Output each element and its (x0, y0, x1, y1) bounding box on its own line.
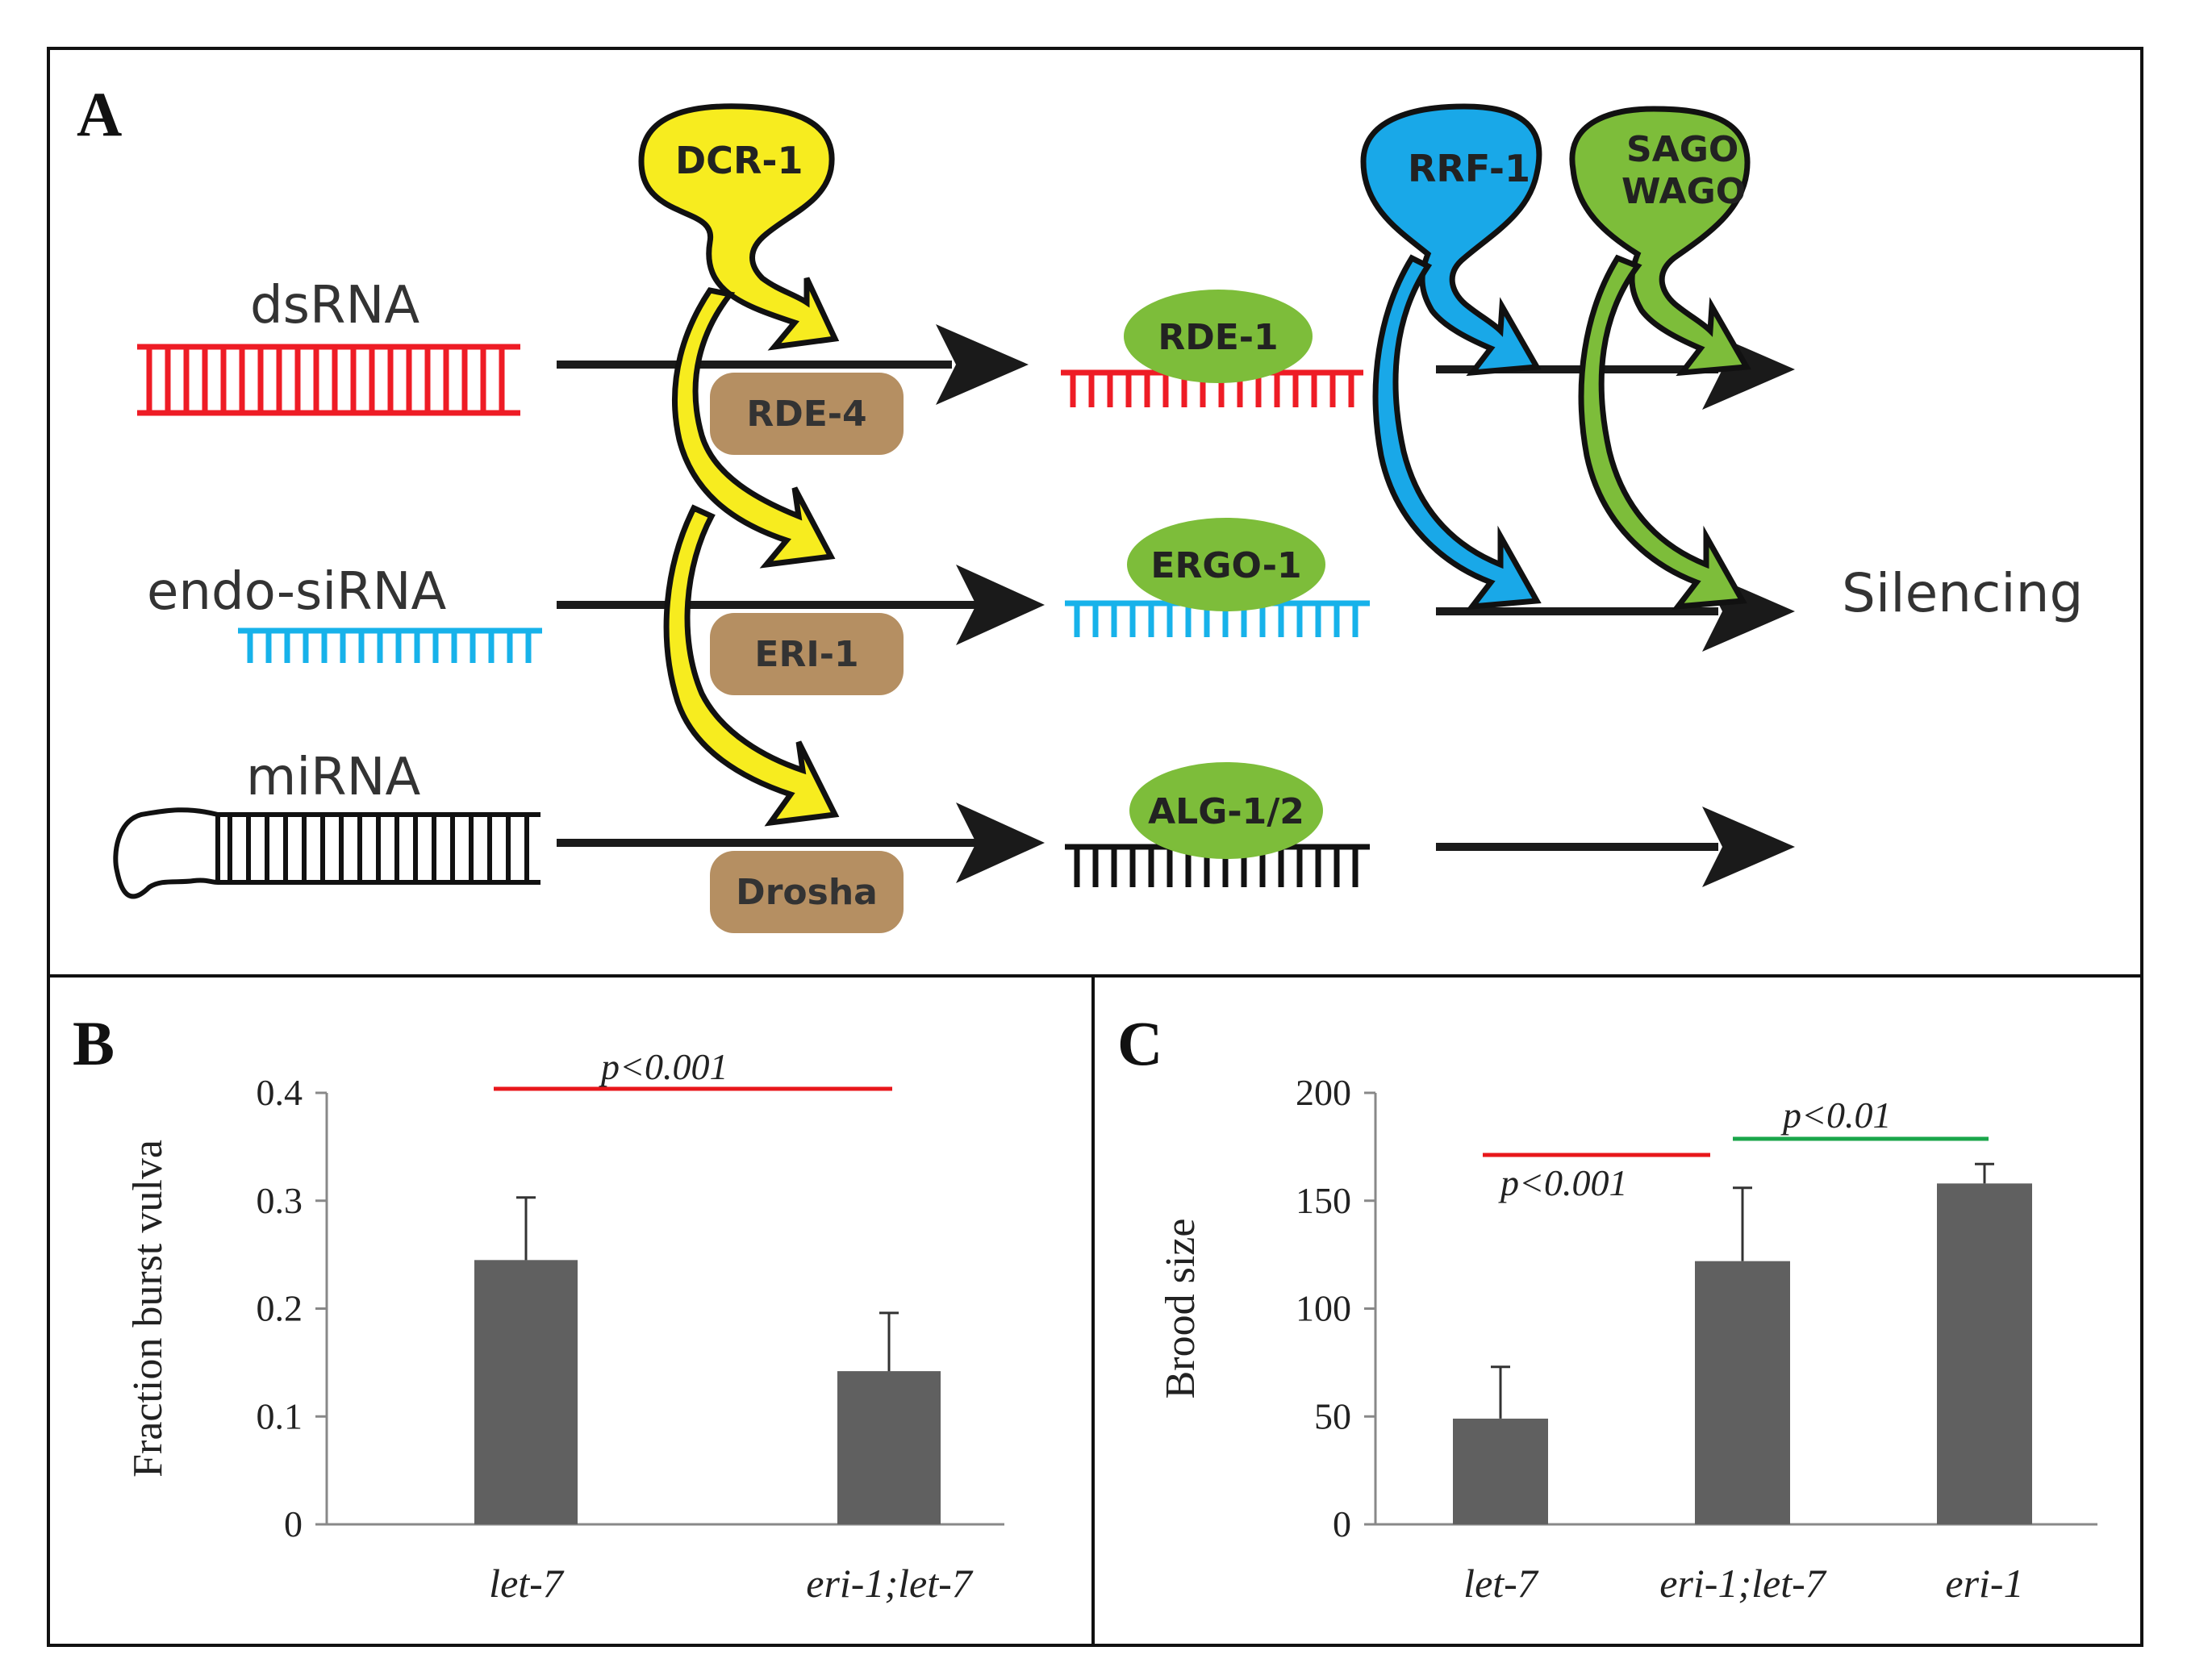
rde-1-label: RDE-1 (1158, 317, 1278, 358)
alg-protein (1129, 762, 1323, 859)
sago-wago-hook: SAGO WAGO (1569, 106, 1751, 611)
rrf-1-label: RRF-1 (1408, 147, 1530, 190)
rde-4-box (710, 373, 904, 455)
y-tick-label: 0 (1333, 1503, 1351, 1545)
label-dsrna: dsRNA (250, 276, 419, 336)
significance-label: p<0.001 (599, 1046, 728, 1087)
panel-c-frame (1091, 974, 2143, 1647)
panel-c-letter: C (1117, 1008, 1162, 1078)
y-tick-label: 0.3 (257, 1180, 303, 1221)
x-tick-label: let-7 (489, 1561, 565, 1606)
panel-b-letter: B (73, 1008, 115, 1078)
significance-label: p<0.01 (1780, 1094, 1892, 1136)
panel-a-letter: A (77, 79, 122, 149)
endo-sirna-comb (238, 627, 542, 663)
dsrna-ladder (137, 344, 520, 416)
y-axis-label: Fraction burst vulva (125, 1140, 171, 1478)
rrf-1-hook: RRF-1 (1360, 103, 1542, 611)
y-tick-label: 0.4 (257, 1072, 303, 1113)
y-tick-label: 0 (284, 1503, 303, 1545)
y-tick-label: 100 (1296, 1288, 1351, 1329)
panel-a-frame (47, 47, 2143, 978)
x-tick-label: let-7 (1463, 1561, 1539, 1606)
significance-label: p<0.001 (1498, 1162, 1628, 1203)
label-mirna: miRNA (246, 748, 420, 807)
label-endo-sirna: endo-siRNA (147, 562, 446, 622)
dcr-1-hook: DCR-1 (638, 103, 840, 827)
mirna-hairpin (113, 807, 540, 899)
bar (474, 1260, 578, 1524)
dcr-1-label: DCR-1 (675, 139, 803, 182)
y-tick-label: 150 (1296, 1180, 1351, 1221)
eri-1-box (710, 613, 904, 695)
bar (1695, 1261, 1790, 1524)
drosha-label: Drosha (736, 872, 878, 913)
alg-label: ALG-1/2 (1148, 791, 1304, 832)
x-tick-label: eri-1;let-7 (806, 1561, 973, 1606)
wago-label: WAGO (1621, 171, 1746, 212)
drosha-box (710, 851, 904, 933)
x-tick-label: eri-1 (1945, 1561, 2023, 1606)
y-tick-label: 0.2 (257, 1288, 303, 1329)
sago-label: SAGO (1626, 129, 1738, 170)
y-tick-label: 50 (1314, 1395, 1351, 1436)
y-tick-label: 200 (1296, 1072, 1351, 1113)
bar (837, 1371, 941, 1524)
ergo-1-protein (1127, 518, 1325, 611)
x-tick-label: eri-1;let-7 (1659, 1561, 1826, 1606)
rde-4-label: RDE-4 (746, 394, 866, 435)
bar (1453, 1418, 1548, 1524)
ergo-1-label: ERGO-1 (1150, 545, 1301, 586)
bar (1937, 1183, 2032, 1524)
y-axis-label: Brood size (1158, 1219, 1204, 1399)
rde-1-protein (1124, 290, 1313, 383)
eri-1-label: ERI-1 (754, 634, 858, 675)
y-tick-label: 0.1 (257, 1395, 303, 1436)
silencing-label: Silencing (1842, 562, 2083, 624)
